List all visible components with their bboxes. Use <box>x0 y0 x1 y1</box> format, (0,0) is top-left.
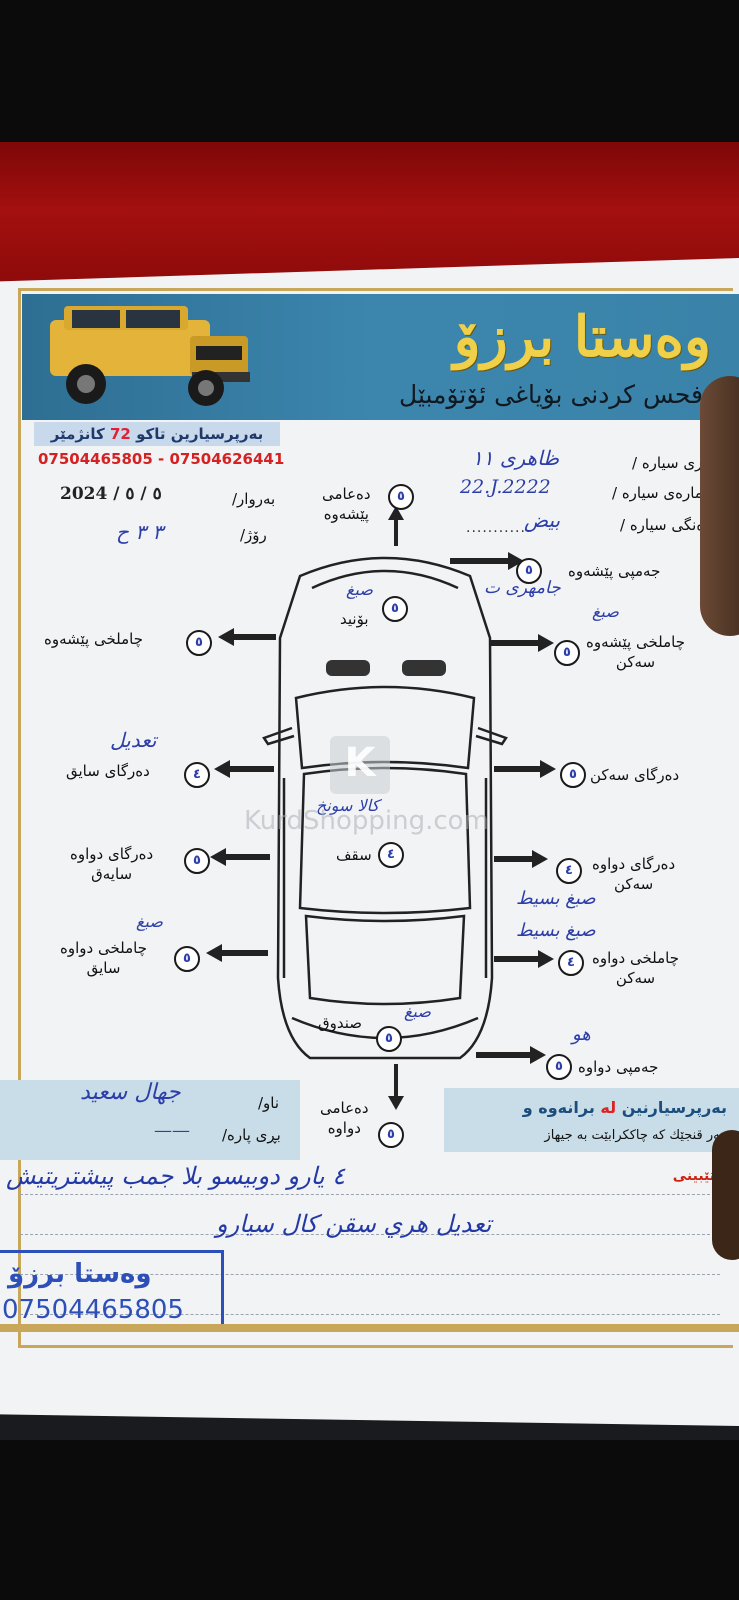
car-diagram <box>206 506 556 1110</box>
driver-door-label: دەرگاى سايق <box>66 762 150 780</box>
customer-name-label: ناو/ <box>258 1094 280 1112</box>
rear-door-right-note: صبغ بسيط <box>516 888 596 909</box>
day-label: رۆژ/ <box>240 526 267 544</box>
suv-illustration <box>50 306 250 406</box>
disclaimer-title: بەرپرسيارنين لە برانەوە و <box>522 1098 727 1117</box>
rear-bumper-bottom-label: دەعامى دواوە <box>320 1099 369 1137</box>
front-fender-left-score: ٥ <box>186 630 212 656</box>
rear-bumper-right-score: ٥ <box>546 1054 572 1080</box>
front-fender-right-score: ٥ <box>554 640 580 666</box>
rear-fender-left-label: چاملخى دواوە سايق <box>60 939 147 977</box>
watermark-text: KurdShopping.com <box>244 806 489 836</box>
notes-title: تێبينى <box>672 1168 715 1184</box>
driver-door-note: تعديل <box>110 728 157 752</box>
bonnet-label: بۆنيد <box>340 610 369 628</box>
roof-score: ٤ <box>378 842 404 868</box>
rear-bumper-right-label: جەمپى دواوە <box>578 1058 659 1076</box>
rear-bumper-bottom-score: ٥ <box>378 1122 404 1148</box>
trunk-score: ٥ <box>376 1026 402 1052</box>
passenger-door-label: دەرگاى سەكن <box>590 766 680 784</box>
bottom-black-bar <box>0 1440 739 1600</box>
trunk-note: صبغ <box>404 1002 431 1021</box>
notes-line-2: تعديل هري سقن كال سيارو <box>216 1210 492 1238</box>
front-fender-right-note: صبغ <box>592 602 619 621</box>
finger-top-right <box>700 376 739 636</box>
brand-name: وەستا برزۆ <box>453 304 711 370</box>
rear-door-left-score: ٥ <box>184 848 210 874</box>
rear-fender-right-label: چاملخى دواوە سەكن <box>592 949 679 987</box>
price-label: بڕى پارە/ <box>222 1126 281 1144</box>
rear-door-left-label: دەرگاى دواوە سايەق <box>70 845 154 883</box>
car-number-value: 22.J.2222 <box>460 476 551 498</box>
brand-subtitle: ۆ فحس كردنى بۆياغى ئۆتۆمبێل <box>399 380 723 409</box>
top-black-bar <box>0 0 739 142</box>
roof-note: كالا سونخ <box>316 796 380 815</box>
date-label: بەروار/ <box>232 490 276 508</box>
front-bumper-label: دەعامى پێشەوە <box>322 485 371 523</box>
rear-bumper-right-note: هو <box>572 1024 591 1045</box>
rear-door-right-score: ٤ <box>556 858 582 884</box>
notes-rule-2 <box>20 1234 720 1235</box>
front-bumper-right-note: جامهری ت <box>484 578 561 598</box>
rear-door-right-label: دەرگاى دواوە سەكن <box>592 855 676 893</box>
notes-line-1: ٤ يارو دوبيسو بلا جمب پيشتريتيش <box>6 1162 346 1190</box>
stamp-phone: 07504465805 <box>2 1295 184 1325</box>
rear-fender-right-score: ٤ <box>558 950 584 976</box>
car-type-label: جۆرى سيارە / <box>632 454 720 472</box>
workshop-stamp: وەستا برزۆ 07504465805 <box>0 1250 224 1330</box>
watermark-logo: K <box>330 736 390 794</box>
car-color-dots: ............ <box>466 520 532 536</box>
price-value: —— <box>154 1120 190 1141</box>
sheet-bottom-band <box>0 1324 739 1332</box>
disclaimer-subtitle: هەر قنجێك كە چاككرابێت بە جيهاز <box>544 1128 727 1143</box>
car-type-value: ظاهرى ١١ <box>472 446 560 470</box>
sheet-border <box>18 288 733 1348</box>
roof-label: سقف <box>336 846 372 864</box>
front-bumper-right-label: جەمپى پێشەوە <box>568 562 661 580</box>
car-number-label: ژمارەى سيارە / <box>612 484 711 502</box>
customer-name-value: جهال سعيد <box>80 1080 181 1105</box>
trunk-label: صندوق <box>318 1014 363 1032</box>
customer-panel: ناو/ جهال سعيد بڕى پارە/ —— <box>0 1080 300 1160</box>
driver-door-score: ٤ <box>184 762 210 788</box>
bonnet-score: ٥ <box>382 596 408 622</box>
stamp-name: وەستا برزۆ <box>8 1259 152 1289</box>
front-fender-left-label: چاملخى پێشەوە <box>44 630 144 648</box>
disclaimer-panel: بەرپرسيارنين لە برانەوە و هەر قنجێك كە چ… <box>444 1088 739 1152</box>
front-bumper-right-score: ٥ <box>516 558 542 584</box>
rear-fender-right-note: صبغ بسيط <box>516 920 596 941</box>
phone-numbers: 07504465805 - 07504626441 <box>38 450 285 468</box>
car-color-value: بيض <box>524 508 561 532</box>
rear-fender-left-note: صبغ <box>136 912 163 931</box>
header-banner: وەستا برزۆ ۆ فحس كردنى بۆياغى ئۆتۆمبێل <box>22 294 739 420</box>
front-bumper-score: ٥ <box>388 484 414 510</box>
finger-bottom-right <box>712 1130 739 1260</box>
notes-rule-4 <box>20 1314 720 1315</box>
inspection-sheet: وەستا برزۆ ۆ فحس كردنى بۆياغى ئۆتۆمبێل ب… <box>0 258 739 1426</box>
car-color-label: رەنگى سيارە / <box>620 516 712 534</box>
watermark-letter: K <box>344 740 376 786</box>
day-value: ٣ ٣ ح <box>116 520 164 544</box>
front-fender-right-label: چاملخى پێشەوە سەكن <box>586 633 686 671</box>
bonnet-note: صبغ <box>346 580 373 599</box>
notes-rule-3 <box>20 1274 720 1275</box>
warranty-line: بەرپرسيارين تاكو 72 كانژمێر <box>34 422 280 446</box>
date-value: 2024 / ٥ / ٥ <box>60 484 162 504</box>
passenger-door-score: ٥ <box>560 762 586 788</box>
rear-fender-left-score: ٥ <box>174 946 200 972</box>
notes-rule-1 <box>20 1194 720 1195</box>
